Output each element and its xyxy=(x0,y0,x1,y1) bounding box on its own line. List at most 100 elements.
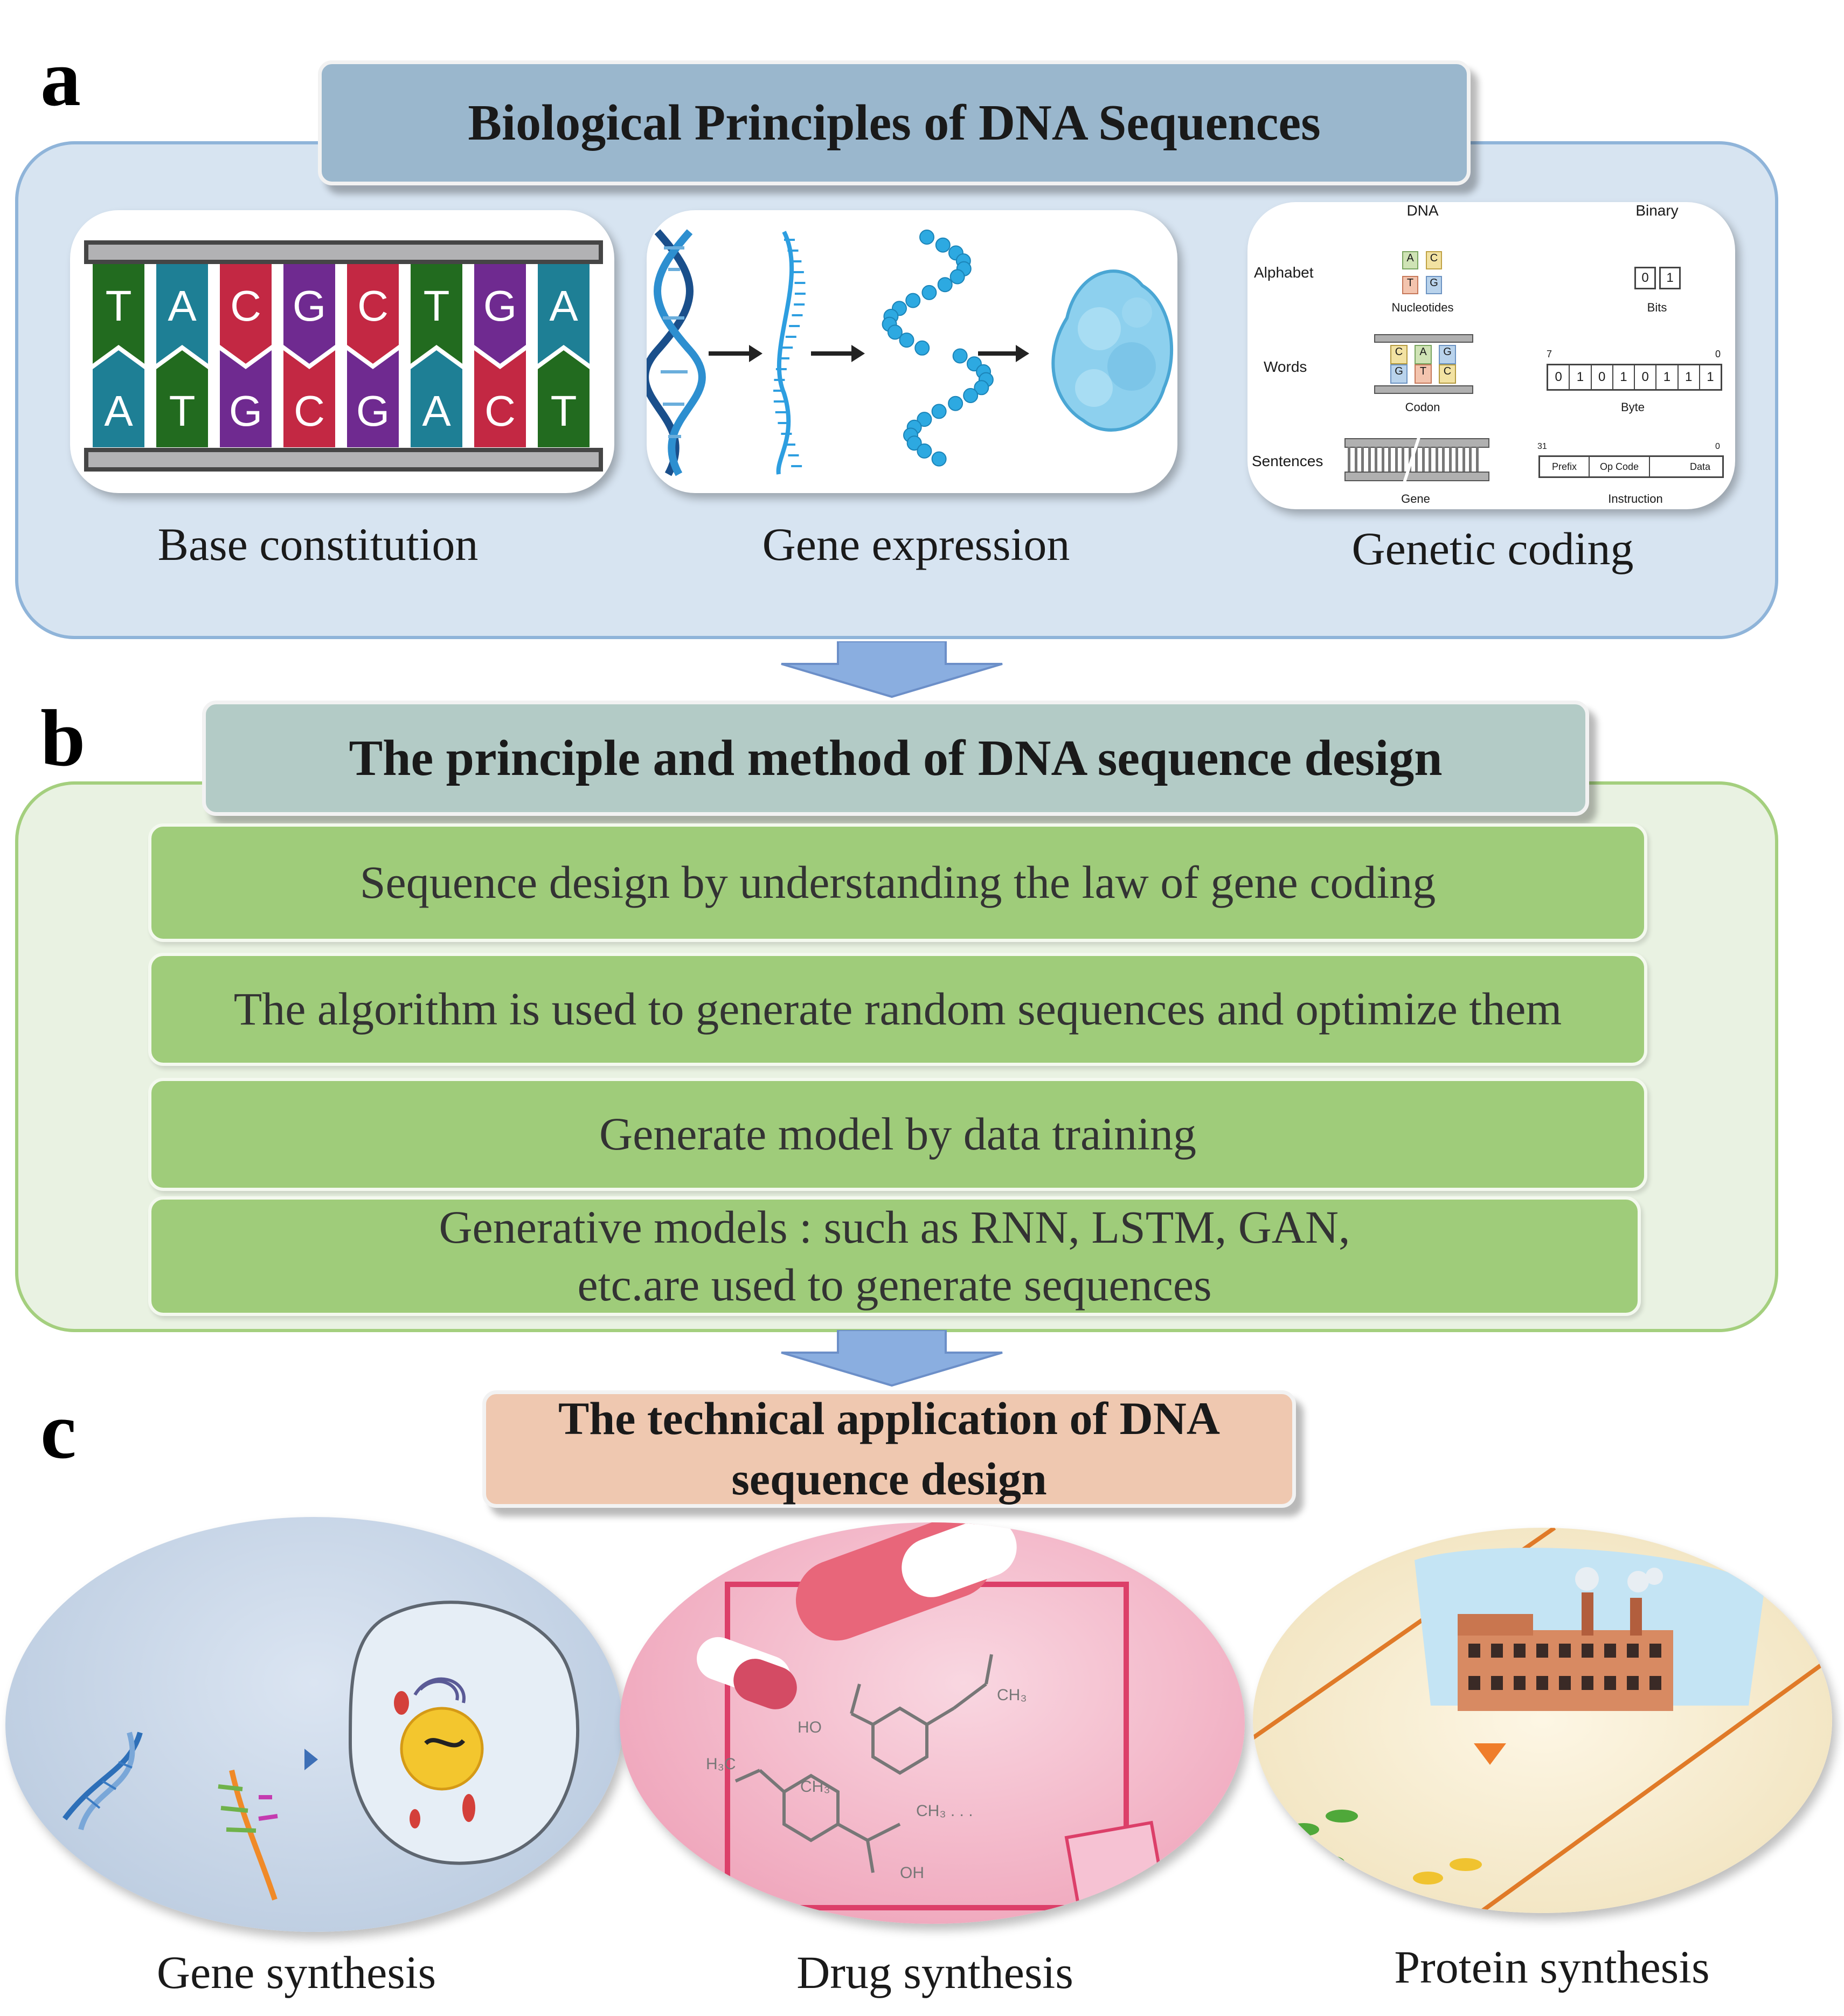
byte-bit: 1 xyxy=(1613,365,1635,389)
dna-helix-icon xyxy=(63,1731,143,1831)
cell-icon xyxy=(348,1601,580,1865)
base-tile-top xyxy=(474,264,526,364)
base-letter-top: C xyxy=(230,282,261,330)
pill-icon xyxy=(697,1637,797,1709)
row-sentences-label: Sentences xyxy=(1252,453,1323,469)
col-dna-header: DNA xyxy=(1406,202,1439,219)
caption-gene-expression: Gene expression xyxy=(762,518,1070,570)
row-alphabet-label: Alphabet xyxy=(1254,264,1314,281)
section-c-title: The technical application of DNA sequenc… xyxy=(482,1390,1296,1508)
nucleotides-label: Nucleotides xyxy=(1391,301,1454,314)
caption-base-constitution: Base constitution xyxy=(157,518,479,570)
base-letter-bottom: T xyxy=(551,387,577,435)
instruction-msb: 31 xyxy=(1537,442,1547,451)
capsule-icon xyxy=(795,1522,1017,1641)
protein-synthesis-oval xyxy=(1253,1528,1832,1913)
caption-genetic-coding: Genetic coding xyxy=(1351,523,1634,574)
byte-bit: 0 xyxy=(1548,365,1570,389)
instruction-label: Instruction xyxy=(1608,492,1663,505)
codon-icon: C A G G T C xyxy=(1374,334,1473,394)
gene-expression-illustration xyxy=(647,229,1174,476)
backbone-bottom xyxy=(84,448,603,472)
row-words-label: Words xyxy=(1264,358,1307,375)
base-letter-top: T xyxy=(106,282,132,330)
section-a-title: Biological Principles of DNA Sequences xyxy=(318,60,1471,185)
base-letter-top: A xyxy=(549,282,578,330)
caption-gene-synthesis: Gene synthesis xyxy=(156,1946,436,1998)
byte-bit: 1 xyxy=(1570,365,1592,389)
caption-drug-synthesis: Drug synthesis xyxy=(796,1946,1073,1998)
codon-bottom-1: T xyxy=(1415,364,1432,384)
folded-protein-icon xyxy=(1051,269,1174,432)
molecule-label-ch3-c: CH₃ . . . xyxy=(916,1802,973,1820)
nucleotide-a: A xyxy=(1402,251,1418,269)
molecule-label-ho: HO xyxy=(798,1719,822,1736)
base-tile-top xyxy=(220,264,272,364)
base-tile-bottom xyxy=(538,350,590,447)
factory-icon xyxy=(1458,1567,1673,1711)
byte-bit: 0 xyxy=(1592,365,1613,389)
amino-acid-dots xyxy=(1289,1810,1482,1885)
base-tile-top xyxy=(538,264,590,364)
protein-synthesis-illustration xyxy=(1253,1528,1832,1913)
base-tile-top xyxy=(411,264,462,364)
molecule-label-ch3-a: CH₃ xyxy=(997,1686,1027,1704)
base-letter-top: C xyxy=(357,282,389,330)
caption-protein-synthesis: Protein synthesis xyxy=(1394,1941,1710,1993)
byte-bit: 0 xyxy=(1635,365,1657,389)
nucleotide-c: C xyxy=(1426,251,1442,269)
down-arrow-icon xyxy=(781,1330,1003,1387)
codon-top-0: C xyxy=(1390,345,1408,364)
molecule-structure-icon xyxy=(734,1654,993,1873)
method-item-3: Generate model by data training xyxy=(148,1078,1647,1191)
method-item-4: Generative models : such as RNN, LSTM, G… xyxy=(148,1196,1641,1316)
bit-0: 0 xyxy=(1634,267,1656,289)
base-tile-top xyxy=(93,264,144,364)
down-triangle-icon xyxy=(1474,1743,1506,1765)
gene-synthesis-illustration xyxy=(63,1601,580,1901)
molecule-label-h3c: H₃C xyxy=(706,1755,736,1773)
base-letter-bottom: A xyxy=(104,387,133,435)
base-letter-bottom: T xyxy=(169,387,196,435)
method-item-2: The algorithm is used to generate random… xyxy=(148,953,1647,1066)
drug-synthesis-illustration: HO H₃C CH₃ CH₃ OH CH₃ . . . xyxy=(697,1522,1167,1914)
dna-helix-icon xyxy=(647,229,706,476)
base-tile-top xyxy=(156,264,208,364)
down-arrow-icon xyxy=(781,641,1003,698)
gene-icon xyxy=(1344,436,1489,482)
nucleotide-g: G xyxy=(1426,276,1442,294)
section-b-title: The principle and method of DNA sequence… xyxy=(202,701,1589,816)
gene-label: Gene xyxy=(1401,492,1430,505)
base-letter-bottom: G xyxy=(356,387,390,435)
instruction-data: Data xyxy=(1689,461,1710,472)
instruction-fields: Prefix Op Code Data xyxy=(1538,455,1724,478)
base-letter-top: G xyxy=(293,282,326,330)
bit-1: 1 xyxy=(1659,267,1681,289)
base-tile-bottom xyxy=(220,350,272,447)
polypeptide-chain-icon xyxy=(882,230,994,467)
mrna-strand-icon xyxy=(773,231,806,475)
bits-label: Bits xyxy=(1647,301,1667,314)
base-tile-top xyxy=(347,264,399,364)
gene-expression-card xyxy=(647,210,1177,493)
base-tile-bottom xyxy=(411,350,462,447)
instruction-lsb: 0 xyxy=(1715,442,1720,451)
codon-bottom-2: C xyxy=(1439,364,1456,384)
arrow-icon xyxy=(709,345,1029,362)
byte-msb: 7 xyxy=(1547,349,1552,359)
backbone-top xyxy=(84,240,603,264)
base-tile-top xyxy=(283,264,335,364)
play-arrow-icon xyxy=(304,1749,318,1770)
method-item-1: Sequence design by understanding the law… xyxy=(148,823,1647,942)
base-letter-bottom: G xyxy=(229,387,262,435)
byte-bit: 1 xyxy=(1707,370,1714,384)
base-tile-bottom xyxy=(347,350,399,447)
codon-top-2: G xyxy=(1439,345,1456,364)
instruction-prefix: Prefix xyxy=(1540,457,1590,476)
molecule-label-ch3-b: CH₃ xyxy=(800,1778,830,1796)
codon-top-1: A xyxy=(1415,345,1432,364)
base-tile-bottom xyxy=(156,350,208,447)
byte-lsb: 0 xyxy=(1715,349,1721,359)
codon-label: Codon xyxy=(1405,400,1440,414)
